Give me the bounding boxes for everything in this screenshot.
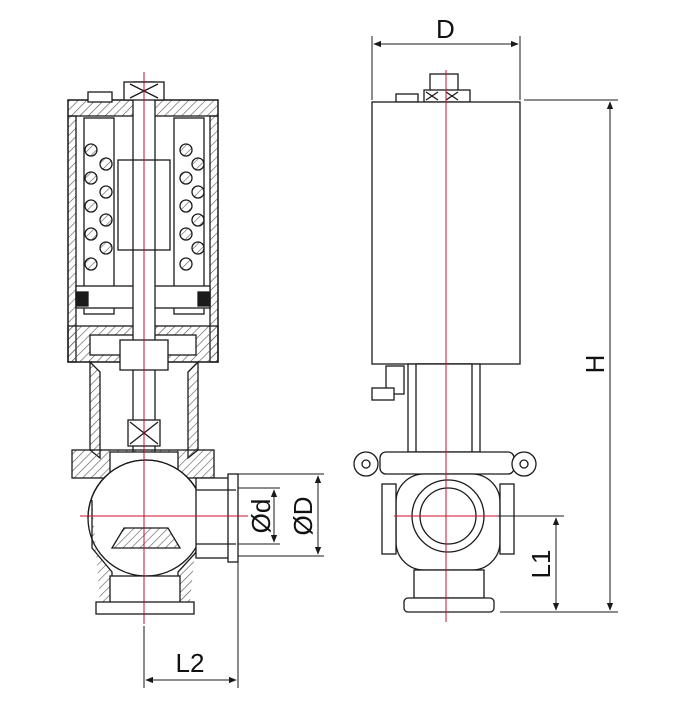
spring-coils (84, 143, 205, 271)
exterior-view (353, 73, 537, 613)
label-D: D (436, 14, 455, 44)
valve-plug (110, 527, 182, 549)
yoke (89, 360, 101, 460)
label-D-outer: ØD (288, 497, 318, 536)
section-centerlines (80, 72, 248, 624)
label-L2: L2 (176, 648, 205, 678)
label-d-inner: Ød (246, 499, 276, 534)
bottom-port (109, 575, 181, 605)
air-fitting (385, 365, 405, 395)
dimensions (143, 36, 618, 688)
label-L1: L1 (526, 550, 556, 579)
label-H: H (580, 355, 610, 374)
section-view (67, 81, 239, 615)
clamp-exterior (379, 451, 515, 475)
